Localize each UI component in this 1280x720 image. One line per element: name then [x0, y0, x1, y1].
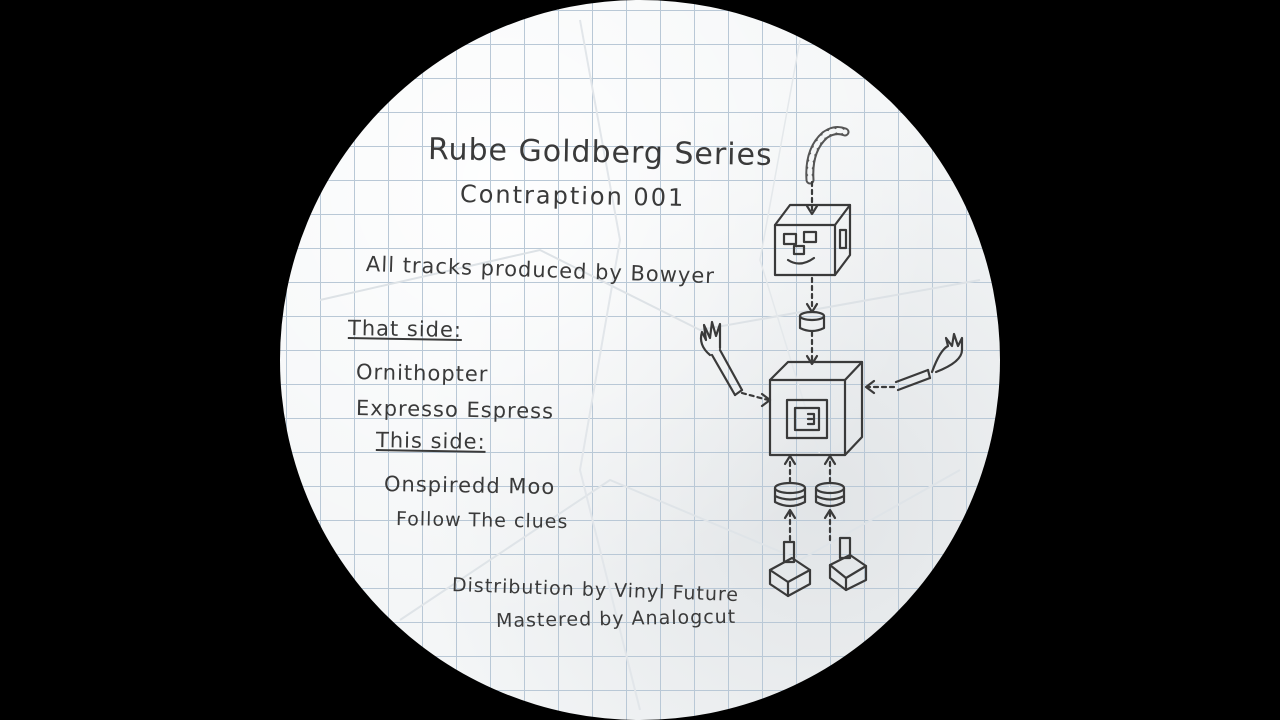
side-b-heading: This side:	[376, 428, 486, 454]
robot-drawing-icon	[680, 110, 980, 610]
track-b2: Follow The clues	[396, 508, 569, 533]
side-a-heading: That side:	[348, 316, 462, 342]
catalog-number: Contraption 001	[460, 180, 686, 212]
record-label: Rube Goldberg Series Contraption 001 All…	[280, 0, 1000, 720]
producer-credit: All tracks produced by Bowyer	[366, 252, 716, 288]
track-a2: Expresso Espress	[356, 396, 554, 423]
track-a1: Ornithopter	[356, 360, 489, 386]
track-b1: Onspiredd Moo	[384, 472, 556, 499]
